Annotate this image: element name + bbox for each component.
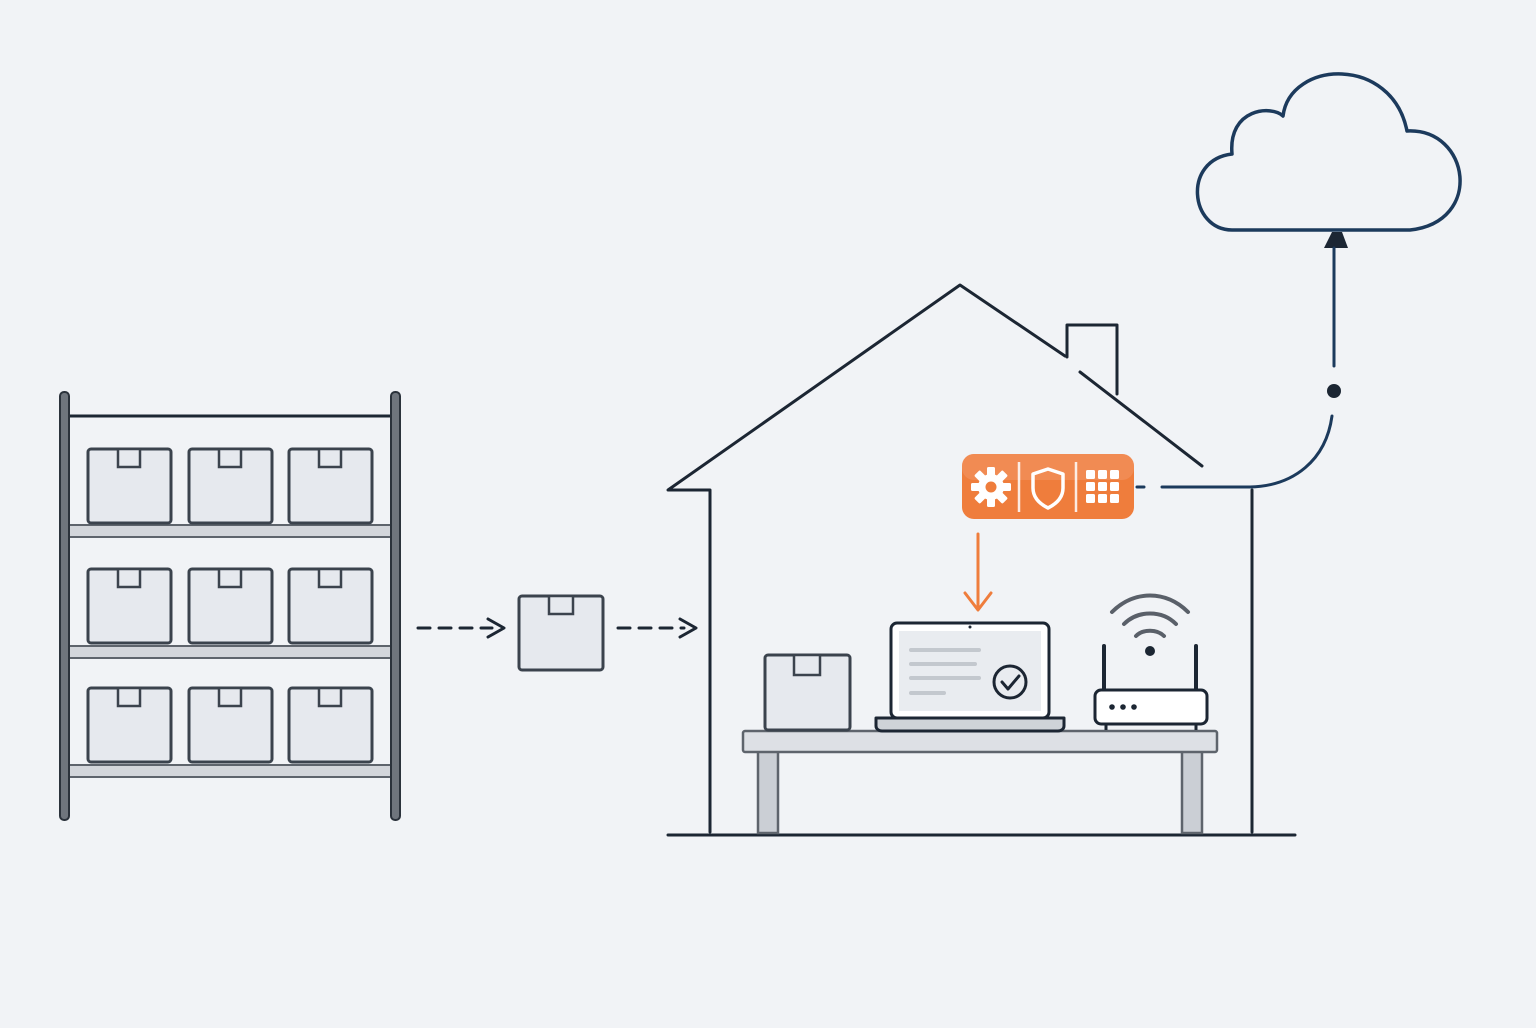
parcel-in-transit-icon <box>517 594 605 672</box>
rack-box-icon <box>287 447 374 525</box>
flow-arrowhead-1 <box>486 617 506 639</box>
chimney <box>1065 323 1119 396</box>
control-panel[interactable] <box>962 454 1134 519</box>
cloud-icon <box>1195 72 1462 232</box>
rack-box-icon <box>287 567 374 645</box>
desk-leg-right <box>1180 749 1204 835</box>
laptop-base <box>874 716 1066 733</box>
rack-box-icon <box>187 447 274 525</box>
parcel-on-desk-icon <box>763 653 852 732</box>
panel-to-laptop-arrow <box>963 532 993 612</box>
rack-post-left <box>59 391 70 821</box>
house <box>666 283 1297 837</box>
desk-top <box>741 729 1219 754</box>
rack-box-icon <box>187 686 274 764</box>
house-outline-left <box>666 283 1067 834</box>
network-cable <box>1135 232 1348 489</box>
desk-leg-left <box>756 749 780 835</box>
grid-icon[interactable] <box>1086 470 1119 503</box>
rack-box-icon <box>86 447 173 525</box>
router-led-1 <box>1109 704 1115 710</box>
cable-curve <box>1160 414 1334 489</box>
rack-shelf-1 <box>67 524 393 538</box>
router-led-2 <box>1120 704 1126 710</box>
warehouse-rack <box>59 391 401 821</box>
shield-icon[interactable] <box>1031 467 1065 510</box>
delivery-flow <box>416 594 698 672</box>
rack-box-icon <box>86 686 173 764</box>
check-circle-icon <box>992 664 1028 700</box>
gear-icon[interactable] <box>971 467 1011 507</box>
rack-boxes <box>86 447 374 764</box>
rack-box-icon <box>287 686 374 764</box>
rack-shelf-3 <box>67 764 393 778</box>
desk <box>741 729 1219 835</box>
cable-plug <box>1324 232 1348 248</box>
router[interactable] <box>1093 593 1209 731</box>
router-body <box>1093 688 1209 726</box>
rack-post-right <box>390 391 401 821</box>
roof-right <box>1078 370 1204 468</box>
rack-box-icon <box>86 567 173 645</box>
router-led-3 <box>1131 704 1137 710</box>
rack-shelf-2 <box>67 645 393 659</box>
rack-box-icon <box>187 567 274 645</box>
laptop[interactable] <box>874 621 1066 733</box>
cable-node <box>1327 384 1341 398</box>
wifi-icon <box>1110 593 1190 656</box>
flow-arrowhead-2 <box>678 617 698 639</box>
